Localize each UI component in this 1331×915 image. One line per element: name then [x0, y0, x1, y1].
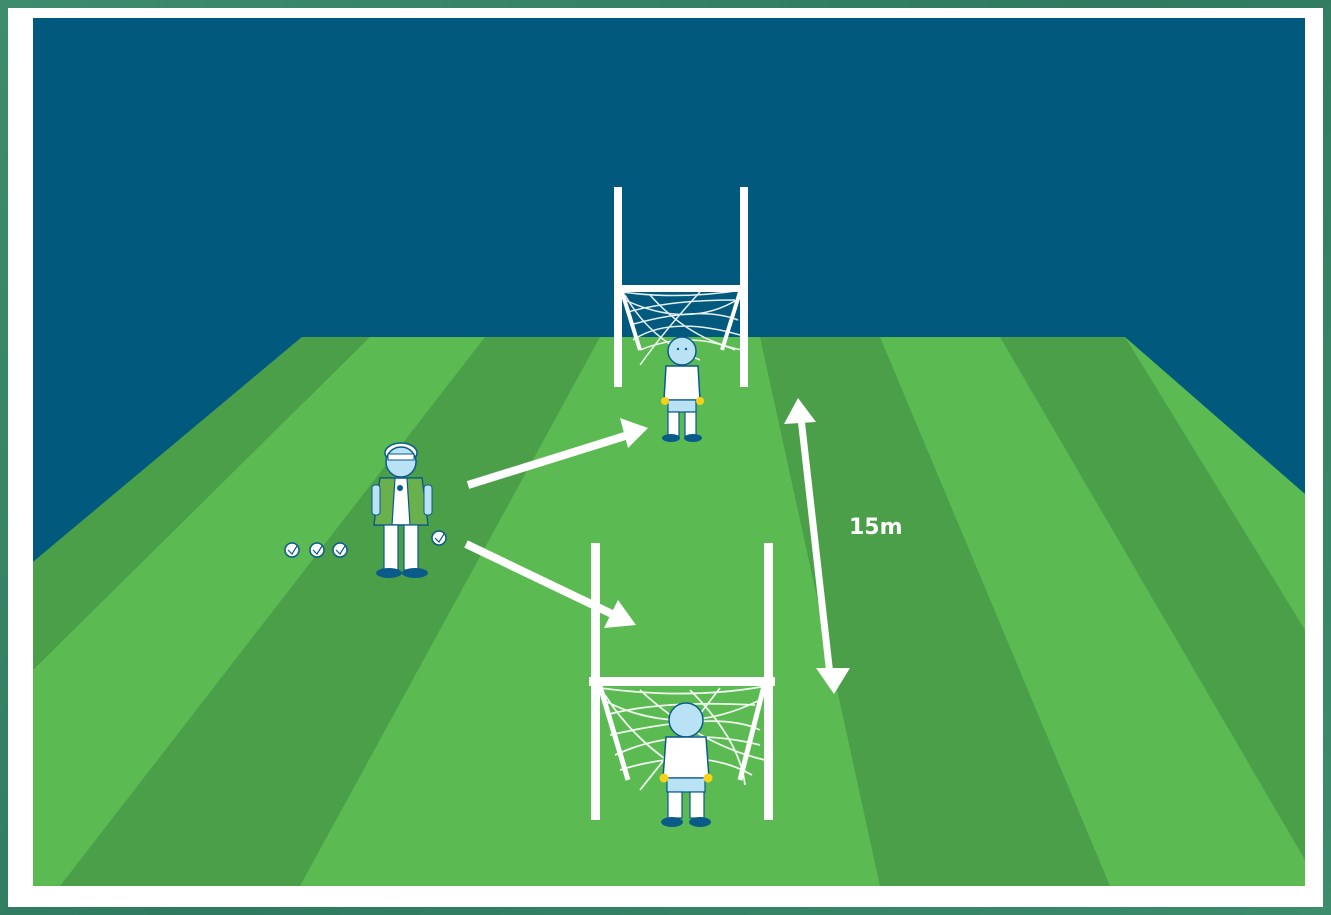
distance-label: 15m	[849, 515, 903, 540]
ball-icon	[333, 543, 347, 557]
ball-icon	[432, 531, 446, 545]
ball-icon	[285, 543, 299, 557]
ball-icon	[310, 543, 324, 557]
